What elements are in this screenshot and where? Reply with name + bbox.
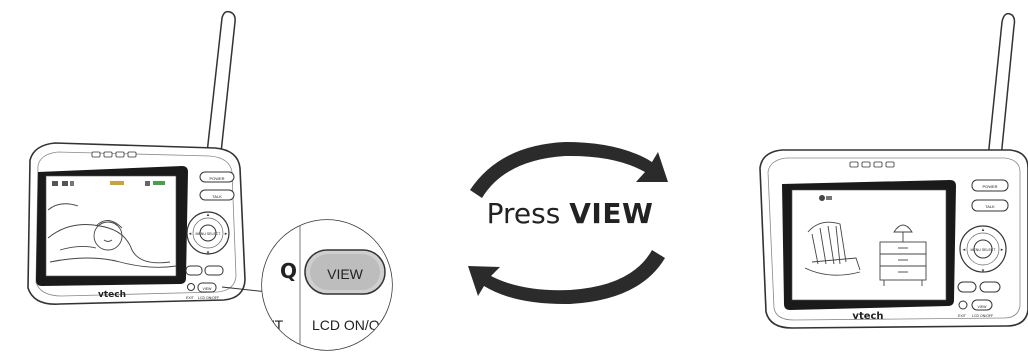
- svg-text:POWER: POWER: [982, 184, 997, 189]
- zoom-view-label: VIEW: [327, 266, 364, 282]
- left-antenna: [206, 12, 235, 162]
- zoom-partial-label: 'T: [272, 317, 284, 333]
- right-view-button[interactable]: [980, 282, 1000, 292]
- right-screen: [792, 190, 946, 300]
- svg-text:VIEW: VIEW: [978, 305, 988, 309]
- left-vol-button[interactable]: [186, 266, 202, 275]
- zoom-inset: VIEW Q 'T LCD ON/OFF: [262, 220, 402, 353]
- svg-text:EXIT: EXIT: [186, 296, 195, 300]
- zoom-magnifier-icon: Q: [280, 259, 297, 283]
- right-zoom-icon[interactable]: [959, 301, 967, 309]
- svg-text:LCD ON/OFF: LCD ON/OFF: [972, 314, 993, 318]
- zoom-lcd-label: LCD ON/OFF: [312, 317, 397, 333]
- svg-text:LCD ON/OFF: LCD ON/OFF: [198, 296, 219, 300]
- instruction-prefix: Press: [487, 197, 570, 230]
- press-view-instruction: Press VIEW: [470, 197, 670, 230]
- bottom-arrow: [468, 250, 665, 304]
- svg-text:VIEW: VIEW: [203, 287, 213, 291]
- svg-text:POWER: POWER: [209, 176, 224, 181]
- left-view-button[interactable]: [205, 266, 223, 275]
- svg-text:MENU SELECT: MENU SELECT: [971, 248, 997, 252]
- right-vol-button[interactable]: [958, 282, 976, 292]
- svg-text:EXIT: EXIT: [958, 314, 967, 318]
- top-arrow: [470, 142, 668, 198]
- left-brand-logo: vtech: [98, 290, 126, 300]
- left-monitor: POWER TALK MENU SELECT ▴ ▾ ◂ ▸ VIEW EXIT…: [28, 12, 245, 305]
- right-monitor: POWER TALK MENU SELECT ▴ ▾ ◂ ▸ VIEW EXIT…: [760, 14, 1028, 328]
- instruction-key: VIEW: [569, 197, 653, 230]
- left-zoom-icon[interactable]: [188, 284, 195, 291]
- svg-text:TALK: TALK: [212, 194, 222, 199]
- svg-text:TALK: TALK: [985, 204, 995, 209]
- right-antenna: [988, 14, 1015, 158]
- left-screen: [46, 176, 176, 276]
- svg-text:MENU SELECT: MENU SELECT: [196, 232, 222, 236]
- right-brand-logo: vtech: [852, 311, 883, 322]
